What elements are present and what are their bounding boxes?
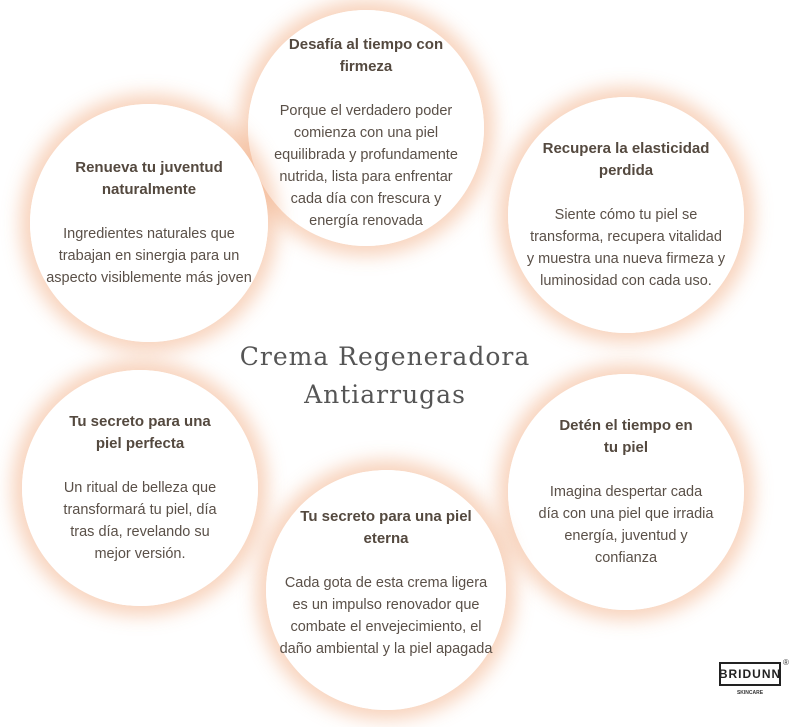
card-title: Detén el tiempo en tu piel: [559, 417, 693, 456]
card-renueva: Renueva tu juventud naturalmente Ingredi…: [30, 104, 268, 342]
card-secreto-perfecta: Tu secreto para una piel perfecta Un rit…: [22, 370, 258, 606]
main-title: Crema Regeneradora Antiarrugas: [200, 338, 570, 414]
title-line-1: Crema Regeneradora: [239, 342, 531, 371]
card-secreto-eterna: Tu secreto para una piel eterna Cada got…: [266, 470, 506, 710]
card-text: Porque el verdadero poder comienza con u…: [274, 103, 458, 229]
card-text: Cada gota de esta crema ligera es un imp…: [279, 575, 493, 657]
card-title: Renueva tu juventud naturalmente: [75, 159, 223, 198]
card-text: Un ritual de belleza que transformará tu…: [63, 480, 217, 562]
card-desafia: Desafía al tiempo con firmeza Porque el …: [248, 10, 484, 246]
registered-mark: ®: [783, 658, 789, 667]
card-title: Recupera la elasticidad perdida: [542, 140, 710, 179]
card-text: Ingredientes naturales que trabajan en s…: [46, 226, 252, 286]
logo-subtitle: SKINCARE: [736, 690, 764, 696]
card-title: Tu secreto para una piel perfecta: [69, 413, 211, 452]
card-recupera: Recupera la elasticidad perdida Siente c…: [508, 97, 744, 333]
card-title: Tu secreto para una piel eterna: [300, 508, 472, 547]
card-deten: Detén el tiempo en tu piel Imagina despe…: [508, 374, 744, 610]
logo-name: BRIDUNN: [718, 667, 782, 681]
card-text: Siente cómo tu piel se transforma, recup…: [526, 207, 726, 289]
title-line-2: Antiarrugas: [304, 380, 466, 409]
card-title: Desafía al tiempo con firmeza: [288, 36, 444, 75]
card-text: Imagina despertar cada día con una piel …: [538, 484, 714, 566]
brand-logo: BRIDUNN: [719, 662, 781, 686]
